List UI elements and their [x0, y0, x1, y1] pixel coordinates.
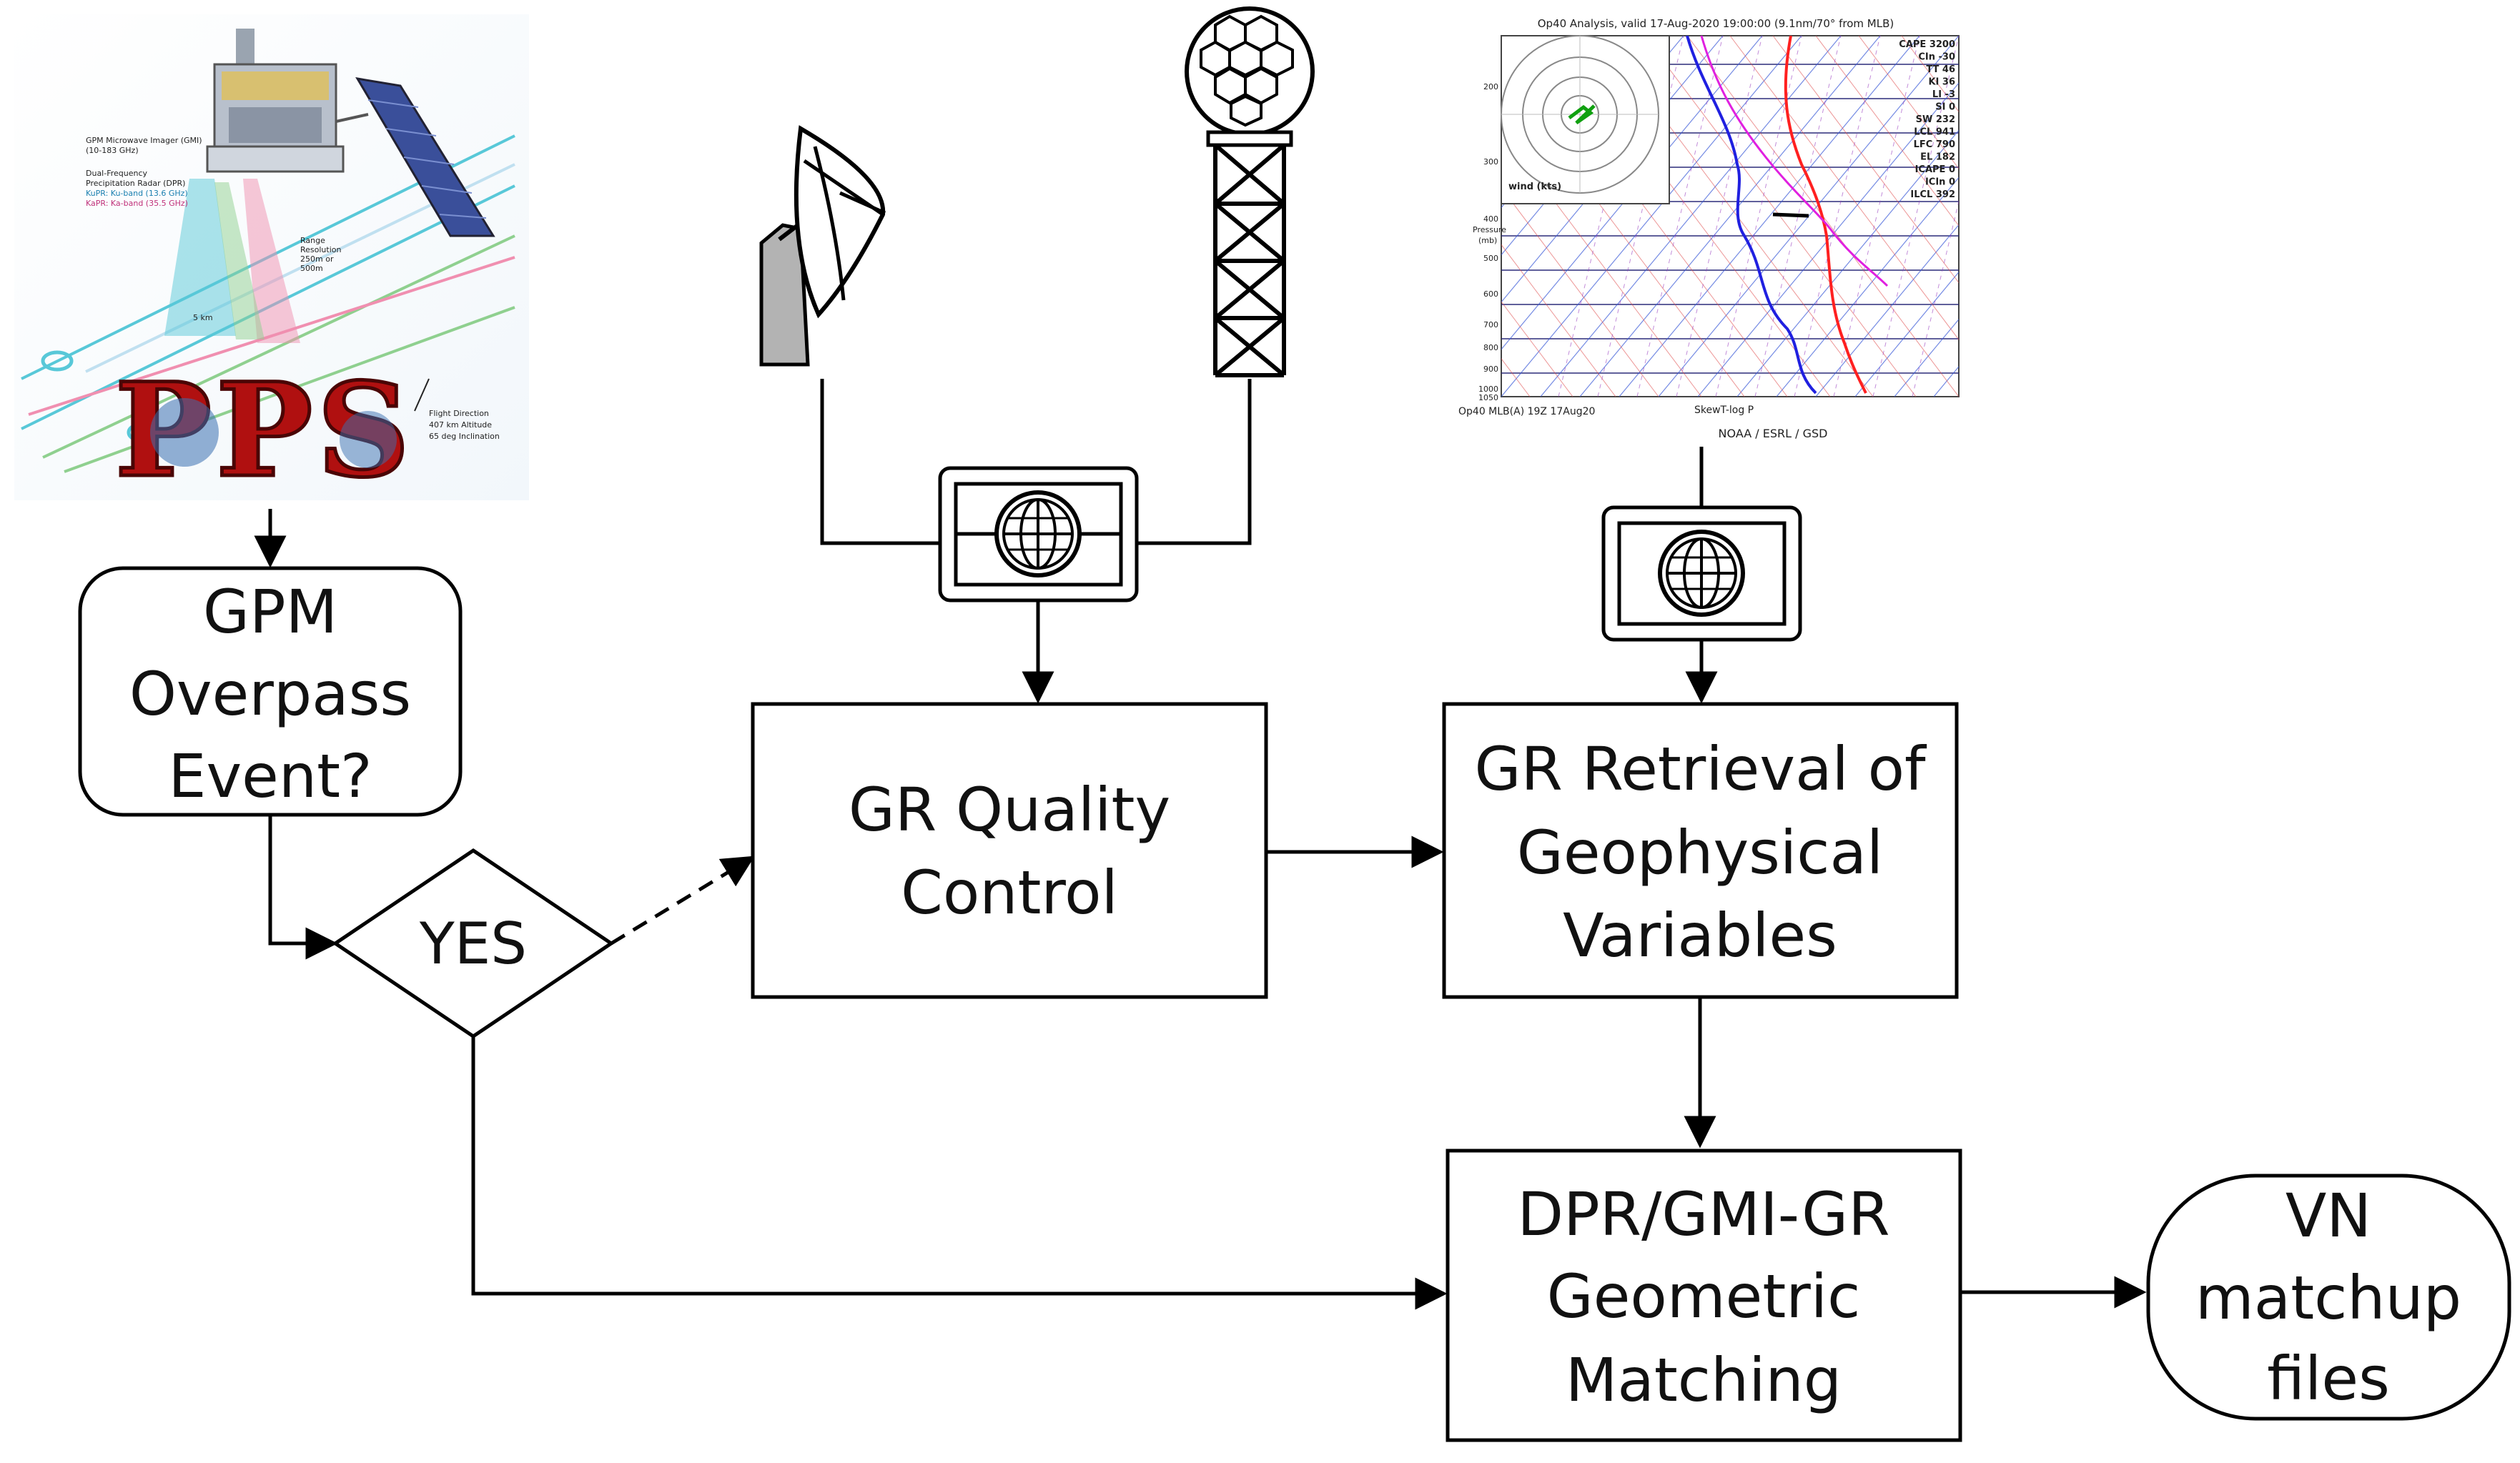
hodograph: wind (kts)	[1501, 35, 1670, 204]
skewt-index-6: SW 232	[1916, 114, 1955, 125]
gmi-cone	[164, 179, 236, 336]
network-globe-icon-1	[938, 466, 1139, 602]
sat-label-0: GPM Microwave Imager (GMI)	[86, 136, 202, 145]
radar-tower-icon	[1185, 6, 1315, 377]
skewt-index-3: KI 36	[1928, 77, 1955, 88]
yes-label: YES	[419, 911, 527, 977]
skewt-sounding-image: Op40 Analysis, valid 17-Aug-2020 19:00:0…	[1458, 17, 1960, 440]
pressure-tick-600: 600	[1483, 289, 1498, 299]
pps-logo: PPS	[113, 354, 412, 508]
sat-label-8: 250m or	[300, 254, 334, 264]
gpm-overpass-line-2: Overpass	[129, 659, 411, 729]
geo-match-line-3: Matching	[1566, 1345, 1842, 1415]
yes-decision-node: YES	[332, 848, 615, 1039]
sat-label-13: 65 deg Inclination	[429, 432, 500, 441]
vn-matchup-files-node: VN matchup files	[2146, 1174, 2511, 1421]
skewt-index-8: LFC 790	[1914, 139, 1955, 150]
wind-label: wind (kts)	[1508, 182, 1561, 192]
gr-retrieval-line-3: Variables	[1563, 901, 1837, 971]
pressure-unit: (mb)	[1478, 236, 1497, 245]
pressure-tick-700: 700	[1483, 320, 1498, 329]
gpm-overpass-line-3: Event?	[168, 741, 372, 811]
sat-label-1: (10-183 GHz)	[86, 146, 139, 155]
gr-quality-control-node: GR Quality Control	[751, 702, 1268, 999]
skewt-index-9: EL 182	[1920, 152, 1955, 163]
geo-match-line-2: Geometric	[1547, 1261, 1861, 1331]
gpm-overpass-line-1: GPM	[203, 577, 337, 647]
sat-label-5: KaPR: Ka-band (35.5 GHz)	[86, 199, 188, 208]
skewt-title: Op40 Analysis, valid 17-Aug-2020 19:00:0…	[1538, 17, 1894, 30]
connectors	[254, 379, 2147, 1310]
satellite-icon	[206, 29, 495, 237]
pressure-label: Pressure	[1473, 225, 1506, 234]
skewt-index-10: ICAPE 0	[1915, 164, 1955, 175]
vn-files-line-1: VN	[2286, 1181, 2371, 1251]
skewt-index-1: CIn -30	[1918, 52, 1955, 63]
gr-quality-line-2: Control	[901, 858, 1118, 928]
sat-label-3: Precipitation Radar (DPR)	[86, 179, 185, 188]
vn-files-line-3: files	[2267, 1344, 2390, 1414]
pressure-tick-800: 800	[1483, 343, 1498, 352]
pressure-tick-200: 200	[1483, 82, 1498, 91]
dpr-cone	[243, 179, 300, 343]
pressure-tick-300: 300	[1483, 157, 1498, 167]
sat-label-2: Dual-Frequency	[86, 169, 148, 178]
sat-label-11: Flight Direction	[429, 409, 489, 418]
skewt-index-2: TT 46	[1926, 64, 1955, 75]
skewt-index-4: LI -3	[1932, 89, 1955, 100]
sat-label-10: 5 km	[193, 313, 213, 322]
skewt-footer-left: Op40 MLB(A) 19Z 17Aug20	[1458, 406, 1595, 417]
sat-label-6: Range	[300, 236, 325, 245]
gr-retrieval-line-1: GR Retrieval of	[1474, 734, 1927, 804]
pressure-tick-1000: 1000	[1478, 385, 1498, 394]
skewt-index-0: CAPE 3200	[1899, 39, 1955, 50]
skewt-index-7: LCL 941	[1914, 127, 1955, 138]
skewt-credit: NOAA / ESRL / GSD	[1719, 427, 1828, 440]
gpm-satellite-image: GPM Microwave Imager (GMI) (10-183 GHz) …	[14, 14, 529, 508]
gr-retrieval-line-2: Geophysical	[1517, 818, 1884, 888]
gpm-overpass-node: GPM Overpass Event?	[78, 566, 463, 817]
radar-dish-icon	[759, 125, 886, 367]
sat-label-12: 407 km Altitude	[429, 420, 492, 430]
pressure-tick-1050: 1050	[1478, 393, 1498, 402]
sat-label-4: KuPR: Ku-band (13.6 GHz)	[86, 189, 188, 198]
gr-quality-line-1: GR Quality	[849, 775, 1170, 845]
skewt-index-12: ILCL 392	[1910, 189, 1955, 200]
sat-label-7: Resolution	[300, 245, 342, 254]
pressure-tick-900: 900	[1483, 364, 1498, 374]
vn-files-line-2: matchup	[2195, 1263, 2461, 1333]
network-globe-icon-2	[1601, 505, 1802, 642]
gr-retrieval-node: GR Retrieval of Geophysical Variables	[1442, 702, 1959, 999]
skewt-index-11: ICIn 0	[1925, 177, 1955, 188]
geometric-matching-node: DPR/GMI-GR Geometric Matching	[1446, 1149, 1962, 1442]
skewt-index-5: SI 0	[1935, 102, 1955, 113]
sat-label-9: 500m	[300, 264, 323, 273]
skewt-footer-mid: SkewT-log P	[1694, 405, 1754, 416]
geo-match-line-1: DPR/GMI-GR	[1517, 1179, 1889, 1249]
pressure-tick-500: 500	[1483, 254, 1498, 263]
pressure-tick-400: 400	[1483, 214, 1498, 224]
